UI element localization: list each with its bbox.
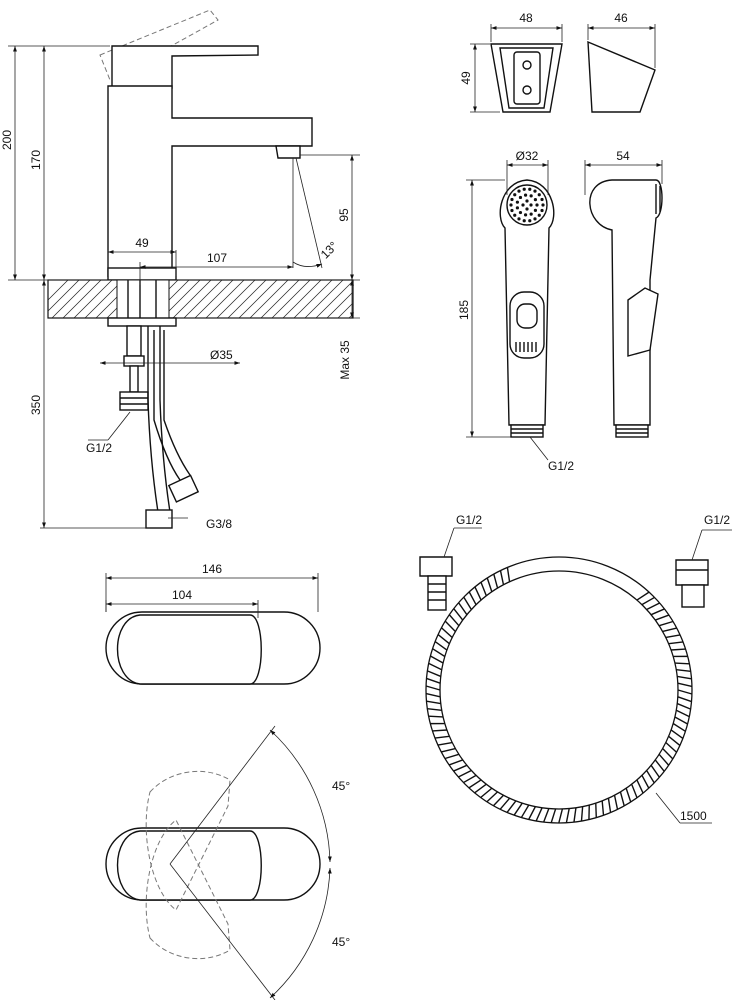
dim-label-200: 200: [0, 130, 14, 150]
dim-label-95: 95: [337, 208, 351, 222]
dim-label-54: 54: [616, 149, 630, 163]
dim-label-48: 48: [519, 11, 533, 25]
lever-top: [116, 614, 262, 685]
dim-label-d32: Ø32: [516, 149, 539, 163]
dim-label-1500: 1500: [680, 809, 707, 823]
dim-label-49-holder: 49: [459, 71, 473, 85]
lever-rotation: [116, 830, 262, 901]
trigger-lever: [627, 287, 659, 357]
wall-holder: 48 49 46: [459, 11, 656, 113]
dim-label-146: 146: [202, 562, 222, 576]
faucet-body: [107, 85, 313, 277]
handle-top-view: 146 104: [105, 562, 321, 685]
label-g12-hose-right: G1/2: [704, 513, 730, 527]
label-g12-faucet: G1/2: [86, 441, 112, 455]
nozzle-holes: [509, 187, 545, 223]
dim-label-107: 107: [207, 251, 227, 265]
lever-ghost-right: [145, 819, 231, 960]
shower-hose: G1/2 G1/2 1500: [419, 513, 732, 824]
faucet-base: [107, 267, 177, 281]
dim-label-d35: Ø35: [210, 348, 233, 362]
holder-side: [587, 40, 656, 113]
grip-lines: [515, 342, 537, 352]
dim-label-49: 49: [135, 236, 149, 250]
faucet-handle: [111, 45, 259, 89]
dim-label-185: 185: [457, 300, 471, 320]
spout-tip: [275, 145, 301, 159]
handle-ghost-outline: [99, 9, 219, 81]
dim-label-45-left: 45°: [332, 779, 350, 793]
label-g12-hose-left: G1/2: [456, 513, 482, 527]
bidet-shower-head: Ø32 54 185 G1/2: [457, 149, 663, 473]
label-g38: G3/8: [206, 517, 232, 531]
dim-label-350: 350: [29, 395, 43, 415]
dim-label-104: 104: [172, 588, 192, 602]
label-g12-shower: G1/2: [548, 459, 574, 473]
hose-coil: [425, 567, 693, 824]
dim-label-max35: Max 35: [338, 340, 352, 380]
lever-ghost-left: [145, 770, 231, 911]
handle-rotation-view: 45° 45°: [105, 725, 350, 1000]
faucet-side-view: 200 170 95 13° 49 107 Max 35 Ø35 350 G1/…: [0, 9, 360, 531]
shower-side: [589, 179, 663, 426]
dim-label-46: 46: [614, 11, 628, 25]
supply-pipes: [119, 325, 200, 529]
hose-fitting-right: [675, 559, 709, 586]
hose-fitting-left: [419, 556, 453, 577]
dim-label-170: 170: [29, 150, 43, 170]
dim-label-45-right: 45°: [332, 935, 350, 949]
dim-label-13deg: 13°: [318, 239, 341, 262]
counter-top-section: [47, 279, 354, 327]
